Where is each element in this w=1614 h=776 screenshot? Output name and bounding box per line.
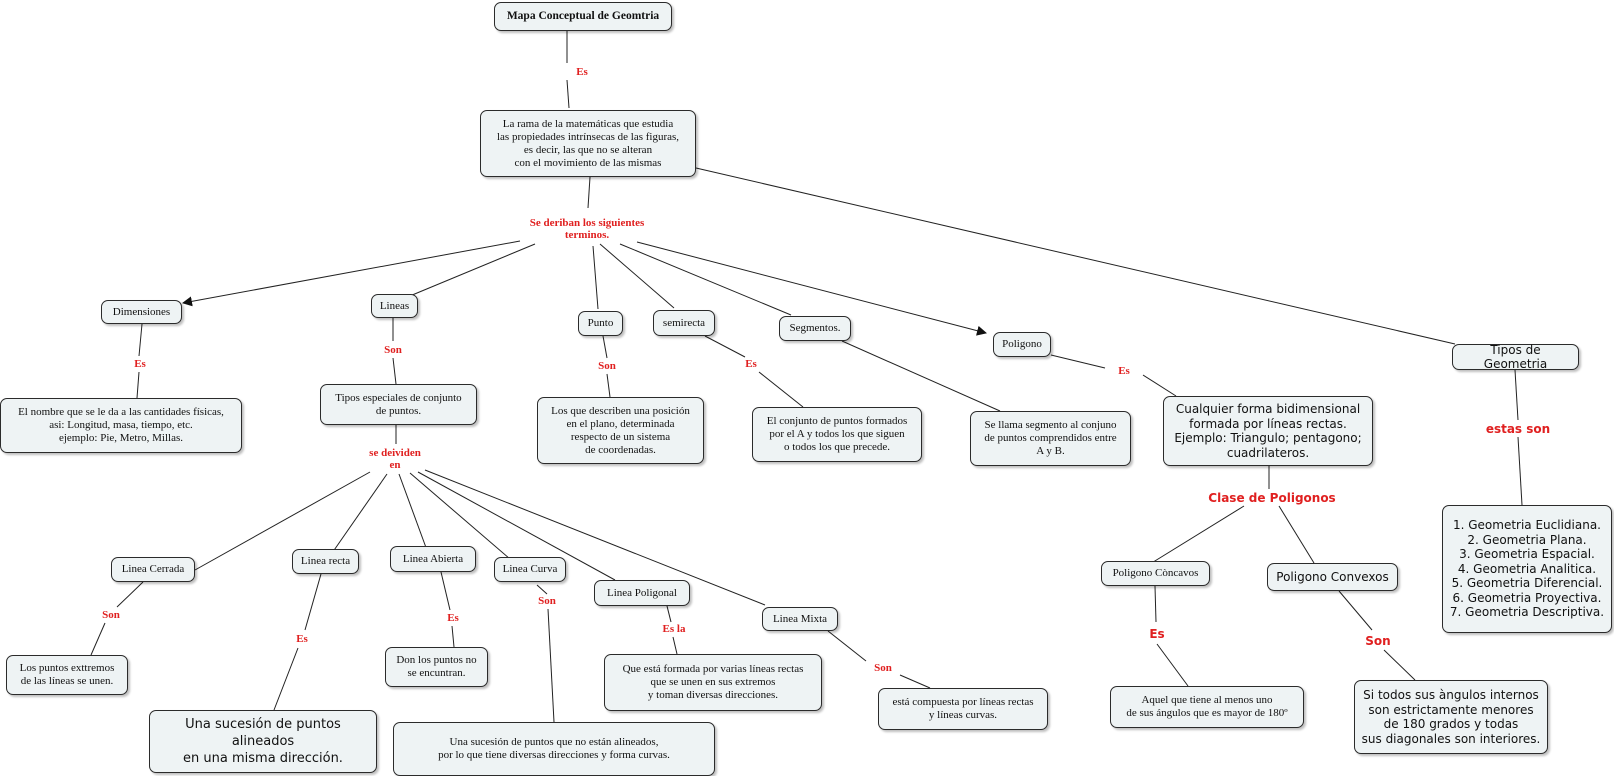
link-label-es-abierta: Es: [446, 612, 460, 624]
connector: [194, 471, 371, 571]
connector: [536, 584, 548, 595]
connector: [841, 340, 1001, 412]
link-label-clase-poligonos: Clase de Poligonos: [1207, 491, 1337, 505]
connector: [666, 605, 672, 623]
connector: [451, 625, 455, 648]
node-poligono[interactable]: Poligono: [993, 332, 1051, 357]
connector: [1142, 374, 1177, 397]
connector: [1149, 505, 1245, 565]
connector: [404, 243, 536, 299]
connector: [587, 176, 591, 209]
connector: [606, 373, 611, 398]
node-linea-poligonal-def[interactable]: Que está formada por varias líneas recta…: [604, 654, 822, 711]
node-punto[interactable]: Punto: [578, 311, 623, 336]
connector: [1278, 505, 1315, 564]
node-dimensiones-def[interactable]: El nombre que se le da a las cantidades …: [0, 398, 242, 453]
node-punto-def[interactable]: Los que describen una posición en el pla…: [537, 397, 704, 464]
link-label-deriban: Se deriban los siguientes terminos.: [528, 217, 646, 241]
connector: [672, 636, 678, 655]
node-linea-curva[interactable]: Linea Curva: [494, 557, 566, 582]
connector: [619, 243, 792, 316]
node-linea-curva-def[interactable]: Una sucesión de puntos que no están alin…: [393, 722, 715, 776]
connector: [304, 573, 322, 631]
node-semirecta-def[interactable]: El conjunto de puntos formados por el A …: [752, 407, 922, 462]
connector: [599, 243, 675, 309]
node-linea-abierta-def[interactable]: Don los puntos no se encuntran.: [385, 647, 488, 687]
node-poligono-convexo-def[interactable]: Si todos sus àngulos internos son estric…: [1354, 680, 1548, 754]
connector: [827, 630, 867, 662]
connector: [329, 473, 388, 557]
connector: [392, 357, 397, 385]
node-lineas[interactable]: Lineas: [371, 294, 418, 318]
connector: [424, 469, 766, 606]
node-poligono-convexo[interactable]: Poligono Convexos: [1267, 563, 1398, 591]
node-linea-cerrada[interactable]: Linea Cerrada: [111, 557, 195, 582]
node-linea-cerrada-def[interactable]: Los puntos exttremos de las líneas se un…: [6, 655, 128, 695]
link-label-se-dividen: se deividen en: [368, 447, 422, 471]
connector: [592, 245, 599, 310]
connector: [1338, 590, 1373, 631]
connector: [636, 241, 987, 336]
link-label-son-mixta: Son: [873, 662, 893, 674]
connector: [1154, 585, 1157, 623]
link-label-estas-son: estas son: [1484, 422, 1552, 436]
connector: [1517, 436, 1523, 506]
node-semirecta[interactable]: semirecta: [653, 310, 715, 336]
node-linea-mixta-def[interactable]: está compuesta por líneas rectas y línea…: [878, 688, 1048, 730]
node-linea-recta[interactable]: Linea recta: [292, 549, 359, 574]
node-linea-recta-def[interactable]: Una sucesión de puntos alineados en una …: [149, 710, 377, 773]
connector: [440, 571, 451, 611]
connector: [182, 240, 521, 307]
link-label-son-cerrada: Son: [101, 609, 121, 621]
node-poligono-def[interactable]: Cualquier forma bidimensional formada po…: [1163, 396, 1373, 466]
node-linea-abierta[interactable]: Linea Abierta: [390, 546, 476, 572]
link-label-es-semirecta: Es: [744, 358, 758, 370]
node-tipos[interactable]: Tipos de Geometria: [1452, 343, 1579, 371]
connector: [1383, 649, 1416, 681]
node-linea-poligonal[interactable]: Linea Poligonal: [594, 580, 690, 606]
connector: [695, 167, 1456, 345]
connector: [899, 674, 931, 689]
node-poligono-concavo-def[interactable]: Aquel que tiene al menos uno de sus ángu…: [1110, 686, 1304, 728]
node-title[interactable]: Mapa Conceptual de Geomtria: [494, 2, 672, 31]
link-label-son-punto: Son: [597, 360, 617, 372]
link-label-es-title: Es: [575, 66, 589, 78]
connector: [409, 472, 511, 560]
connector: [566, 79, 570, 109]
node-dimensiones[interactable]: Dimensiones: [101, 300, 182, 324]
link-label-es-recta: Es: [295, 633, 309, 645]
link-label-son-curva: Son: [537, 595, 557, 607]
link-label-es-poligono: Es: [1117, 365, 1131, 377]
node-definition[interactable]: La rama de la matemáticas que estudia la…: [480, 110, 696, 177]
node-linea-mixta[interactable]: Linea Mixta: [762, 607, 838, 631]
connector: [398, 473, 429, 554]
connector: [136, 371, 140, 399]
connector: [547, 608, 555, 723]
link-label-es-concavo: Es: [1148, 627, 1166, 641]
connector: [602, 335, 608, 359]
link-label-es-la-poligonal: Es la: [661, 623, 687, 635]
node-lineas-def[interactable]: Tipos especiales de conjunto de puntos.: [320, 384, 477, 425]
connector: [116, 581, 144, 608]
connector: [704, 335, 746, 358]
connector: [138, 323, 143, 357]
link-label-son-lineas: Son: [383, 344, 403, 356]
connector: [273, 647, 299, 711]
connector: [90, 622, 106, 656]
link-label-es-dimensiones: Es: [133, 358, 147, 370]
link-label-son-convexo: Son: [1364, 634, 1392, 648]
node-tipos-list[interactable]: 1. Geometria Euclidiana. 2. Geometria Pl…: [1442, 505, 1612, 633]
node-segmentos[interactable]: Segmentos.: [779, 316, 851, 341]
connector: [1514, 369, 1519, 421]
connector: [1050, 354, 1106, 369]
connector: [758, 371, 804, 408]
node-segmentos-def[interactable]: Se llama segmento al conjuno de puntos c…: [970, 411, 1131, 466]
node-poligono-concavo[interactable]: Poligono Còncavos: [1101, 561, 1210, 586]
connector: [1156, 643, 1189, 687]
connector: [417, 471, 616, 581]
